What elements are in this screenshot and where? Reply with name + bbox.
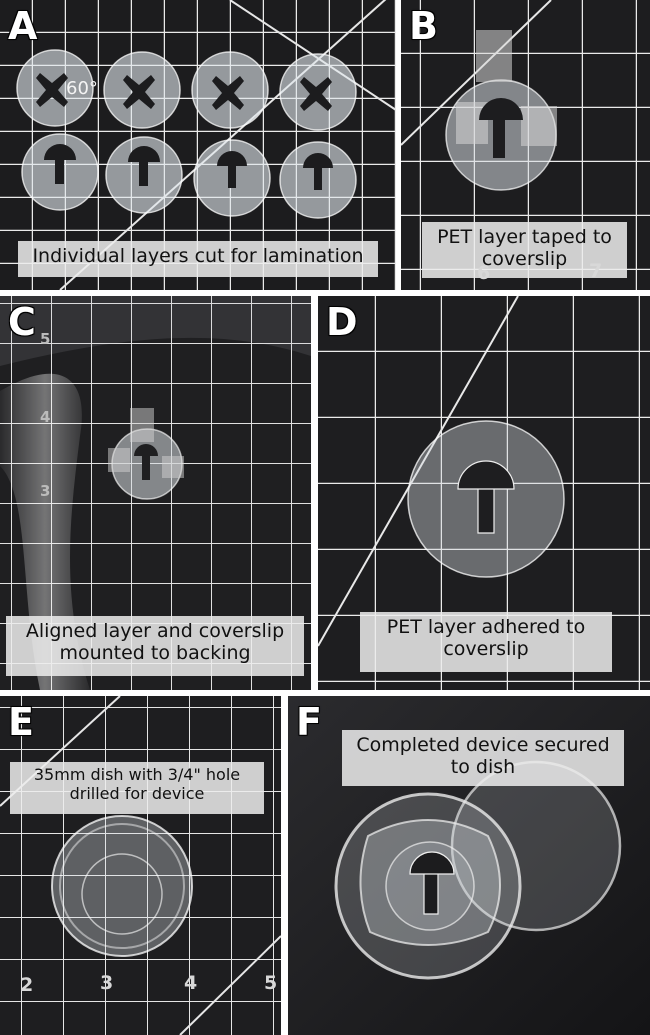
panel-b-letter: B xyxy=(409,4,438,48)
panel-d-caption-line1: PET layer adhered to xyxy=(386,616,586,638)
ruler-number: 7 xyxy=(589,260,603,282)
panel-c-letter: C xyxy=(8,300,36,344)
ruler-number: 3 xyxy=(40,482,51,500)
panel-d-caption-line2: coverslip xyxy=(443,638,529,661)
panel-f: F Completed device secured to dish xyxy=(288,696,650,1035)
panel-a-photo xyxy=(0,0,396,290)
panel-b: B PET layer taped to coverslip 6 7 xyxy=(401,0,650,290)
ruler-number: 3 xyxy=(100,972,114,994)
panel-c: C 5 4 3 Aligned layer and coverslip moun… xyxy=(0,296,311,690)
panel-c-caption-line1: Aligned layer and coverslip xyxy=(25,620,285,642)
panel-b-caption-line1: PET layer taped to xyxy=(437,226,612,248)
ruler-number: 2 xyxy=(20,974,34,996)
panel-f-caption-line2: to dish xyxy=(450,756,516,779)
panel-d-letter: D xyxy=(326,300,358,344)
panel-e: E 35mm dish with 3/4" hole drilled for d… xyxy=(0,696,281,1035)
panel-d-caption: PET layer adhered to coverslip xyxy=(360,612,612,672)
panel-c-caption-line2: mounted to backing xyxy=(59,642,251,665)
panel-b-caption: PET layer taped to coverslip xyxy=(422,222,627,278)
ruler-number: 4 xyxy=(40,408,51,426)
ruler-number: 5 xyxy=(264,972,278,994)
panel-a-letter: A xyxy=(8,4,38,48)
panel-e-photo xyxy=(0,696,281,1035)
panel-b-caption-line2: coverslip xyxy=(481,248,568,271)
ruler-number: 6 xyxy=(477,262,491,284)
ruler-number: 5 xyxy=(40,330,51,348)
panel-d: D PET layer adhered to coverslip xyxy=(318,296,650,690)
panel-a-caption-text: Individual layers cut for lamination xyxy=(32,245,364,267)
panel-a-caption: Individual layers cut for lamination xyxy=(18,241,378,277)
panel-a: A 60° Individual layers cut for laminati… xyxy=(0,0,396,290)
panel-e-letter: E xyxy=(8,700,34,744)
panel-e-caption-line1: 35mm dish with 3/4" hole xyxy=(33,765,241,784)
panel-c-caption: Aligned layer and coverslip mounted to b… xyxy=(6,616,304,676)
panel-f-caption: Completed device secured to dish xyxy=(342,730,624,786)
panel-e-caption: 35mm dish with 3/4" hole drilled for dev… xyxy=(10,762,264,814)
panel-f-letter: F xyxy=(296,700,322,744)
panel-e-caption-line2: drilled for device xyxy=(69,783,205,803)
angle-label: 60° xyxy=(66,78,98,99)
ruler-number: 4 xyxy=(184,972,198,994)
panel-f-caption-line1: Completed device secured xyxy=(356,734,610,756)
